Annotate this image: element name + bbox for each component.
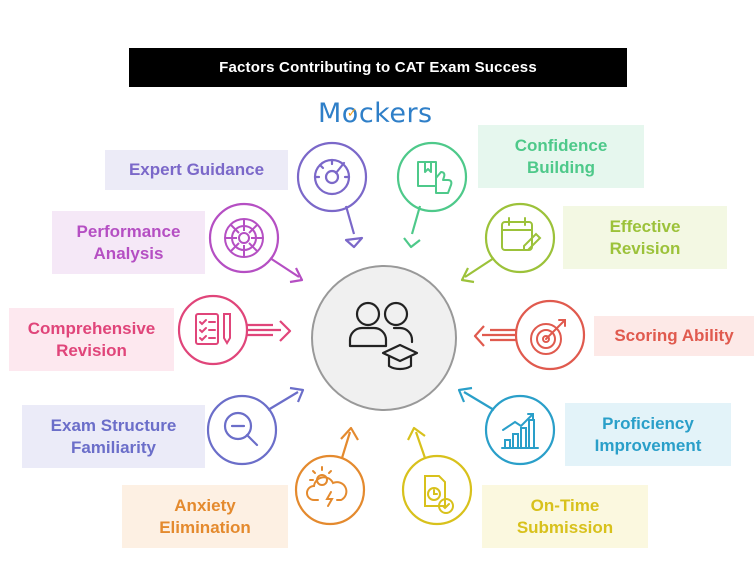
label-expert-guidance: Expert Guidance xyxy=(105,150,288,190)
thumbs-up-book-icon xyxy=(417,161,453,194)
document-clock-icon xyxy=(424,475,454,514)
factor-effective-revision xyxy=(460,202,556,284)
label-confidence-building: Confidence Building xyxy=(478,125,644,188)
storm-cloud-icon xyxy=(306,466,348,507)
label-on-time-submission: On-Time Submission xyxy=(482,485,648,548)
calendar-pen-icon xyxy=(501,217,542,251)
factor-comprehensive-revision xyxy=(177,294,292,366)
label-scoring-ability: Scoring Ability xyxy=(594,316,754,356)
brand-logo: Mo✓ckers xyxy=(318,98,433,129)
growth-chart-icon xyxy=(501,413,539,449)
factor-on-time-submission xyxy=(401,426,473,526)
speedometer-icon xyxy=(313,158,351,196)
factor-anxiety-elimination xyxy=(294,426,366,526)
factor-exam-structure-familiarity xyxy=(206,386,305,466)
target-wheel-icon xyxy=(224,218,264,258)
label-effective-revision: Effective Revision xyxy=(563,206,727,269)
factor-confidence-building xyxy=(396,141,468,249)
label-exam-structure-familiarity: Exam Structure Familiarity xyxy=(22,405,205,468)
checklist-pen-icon xyxy=(195,313,231,345)
bullseye-icon xyxy=(530,319,566,355)
label-anxiety-elimination: Anxiety Elimination xyxy=(122,485,288,548)
people-graduation-icon xyxy=(348,301,419,371)
page-title: Factors Contributing to CAT Exam Success xyxy=(129,48,627,87)
center-circle xyxy=(311,265,457,411)
factor-proficiency-improvement xyxy=(457,386,556,466)
factor-scoring-ability xyxy=(473,299,586,371)
factor-performance-analysis xyxy=(208,202,304,284)
label-comprehensive-revision: Comprehensive Revision xyxy=(9,308,174,371)
factor-expert-guidance xyxy=(296,141,368,249)
label-performance-analysis: Performance Analysis xyxy=(52,211,205,274)
zoom-out-icon xyxy=(223,411,259,447)
label-proficiency-improvement: Proficiency Improvement xyxy=(565,403,731,466)
